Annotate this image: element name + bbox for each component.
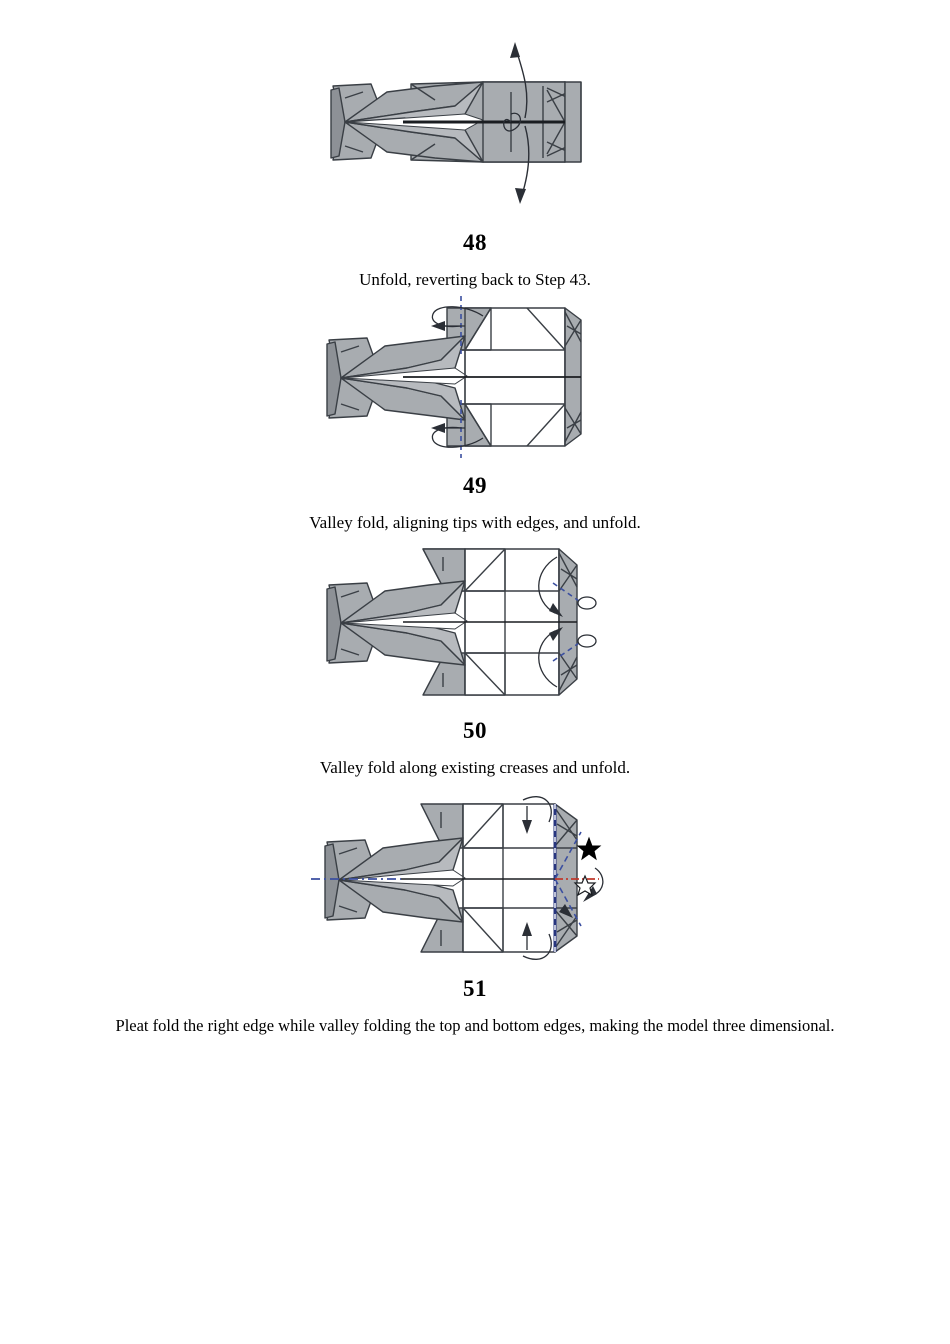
step-caption: Valley fold, aligning tips with edges, a…	[309, 513, 641, 532]
step-block-51: 51 Pleat fold the right edge while valle…	[0, 790, 950, 1037]
black-star-marker	[576, 836, 602, 861]
step-caption: Valley fold along existing creases and u…	[319, 758, 631, 777]
step-block-49: 49 Valley fold, aligning tips with edges…	[0, 290, 950, 534]
origami-diagram-step-49	[0, 290, 950, 465]
step-block-50: 50 Valley fold along existing creases an…	[0, 535, 950, 779]
origami-diagram-step-50	[0, 535, 950, 710]
origami-diagram-step-48	[0, 40, 950, 220]
step-number: 49	[463, 473, 487, 498]
step-number: 50	[463, 718, 487, 743]
step-block-48: 48 Unfold, reverting back to Step 43.	[0, 40, 950, 291]
origami-diagram-step-51	[0, 790, 950, 970]
step-number: 48	[463, 230, 487, 255]
step-caption: Pleat fold the right edge while valley f…	[115, 1016, 835, 1035]
white-star-marker	[573, 874, 597, 897]
step-number: 51	[463, 976, 487, 1001]
step-caption: Unfold, reverting back to Step 43.	[359, 270, 591, 289]
